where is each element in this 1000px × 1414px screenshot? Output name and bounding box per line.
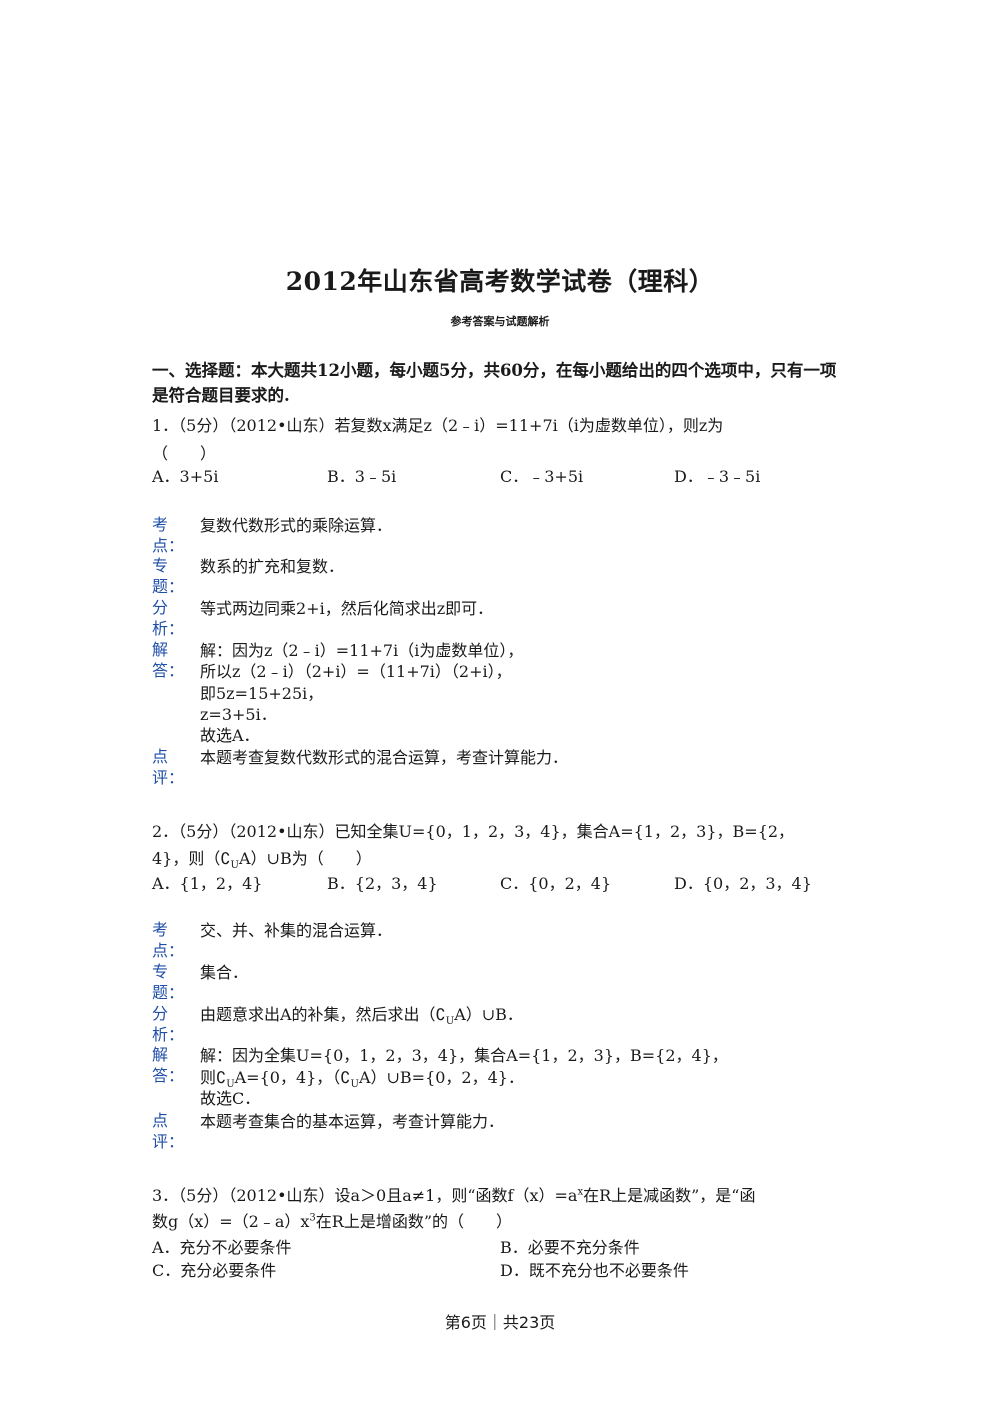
q1-zhuanti-label: 专 题： [152,556,185,596]
q2-jieda-line1: 解：因为全集U={0，1，2，3，4}，集合A={1，2，3}，B={2，4}， [200,1046,728,1065]
q2-fenxi-label: 分 析： [152,1004,185,1044]
q2-jieda-line2: 则∁UA={0，4}，（∁UA）∪B={0，2，4}． [200,1068,524,1091]
q1-jieda-line2: 所以z（2﹣i）（2+i）=（11+7i）（2+i）， [200,662,512,681]
q1-jieda-line3: 即5z=15+25i， [200,684,324,703]
q1-jieda-line5: 故选A． [200,726,260,745]
q1-option-a: A．3+5i [152,467,219,486]
page-subtitle: 参考答案与试题解析 [450,315,550,328]
q2-zhuanti-label: 专 题： [152,962,185,1002]
q1-fenxi: 等式两边同乘2+i，然后化简求出z即可． [200,599,494,618]
q2-jieda-line3: 故选C． [200,1089,261,1108]
q2-fenxi: 由题意求出A的补集，然后求出（∁UA）∪B． [200,1005,523,1028]
q3-option-c: C．充分必要条件 [152,1261,277,1280]
q1-jieda-label: 解 答： [152,640,185,680]
q2-kaodian: 交、并、补集的混合运算． [200,921,393,940]
page-title: 2012年山东省高考数学试卷（理科） [285,267,715,296]
q2-kaodian-label: 考 点： [152,920,185,960]
q1-kaodian-label: 考 点： [152,515,185,555]
q1-fenxi-label: 分 析： [152,598,185,638]
q2-option-d: D．{0，2，3，4} [674,874,812,893]
q3-option-a: A．充分不必要条件 [152,1238,292,1257]
q2-option-c: C．{0，2，4} [500,874,612,893]
q2-zhuanti: 集合． [200,963,249,982]
q1-zhuanti: 数系的扩充和复数． [200,557,345,576]
q2-dianping-label: 点 评： [152,1111,185,1151]
q1-dianping-label: 点 评： [152,747,185,787]
q3-option-b: B．必要不充分条件 [500,1238,640,1257]
q3-options-row2: C．充分必要条件 D．既不充分也不必要条件 [152,1257,842,1281]
q1-option-c: C．﹣3+5i [500,467,584,486]
q1-options: A．3+5i B．3﹣5i C．﹣3+5i D．﹣3﹣5i [152,463,842,487]
q2-options: A．{1，2，4} B．{2，3，4} C．{0，2，4} D．{0，2，3，4… [152,870,842,894]
q2-stem-line1: 2．（5分）（2012•山东）已知全集U={0，1，2，3，4}，集合A={1，… [152,822,795,841]
section-heading: 一、选择题：本大题共12小题，每小题5分，共60分，在每小题给出的四个选项中，只… [152,361,837,405]
q3-options-row1: A．充分不必要条件 B．必要不充分条件 [152,1234,842,1258]
q3-stem-line2: 数g（x）=（2﹣a）x3在R上是增函数”的（ ） [152,1212,513,1231]
q2-option-b: B．{2，3，4} [327,874,438,893]
q2-option-a: A．{1，2，4} [152,874,263,893]
q2-jieda-label: 解 答： [152,1045,185,1085]
page-footer: 第6页｜共23页 [444,1313,556,1332]
q1-jieda-line1: 解：因为z（2﹣i）=11+7i（i为虚数单位）， [200,641,524,660]
q1-kaodian: 复数代数形式的乘除运算． [200,516,393,535]
q3-stem-line1: 3．（5分）（2012•山东）设a＞0且a≠1，则“函数f（x）=ax在R上是减… [152,1186,756,1205]
q3-option-d: D．既不充分也不必要条件 [500,1261,689,1280]
q1-option-d: D．﹣3﹣5i [674,467,761,486]
q2-stem-line2: 4}，则（∁UA）∪B为（ ） [152,849,372,872]
q1-dianping: 本题考查复数代数形式的混合运算，考查计算能力． [200,748,569,767]
q1-stem-line1: 1．（5分）（2012•山东）若复数x满足z（2﹣i）=11+7i（i为虚数单位… [152,416,724,435]
q1-stem-line2: （ ） [152,444,217,463]
q1-jieda-line4: z=3+5i． [200,705,277,724]
q2-dianping: 本题考查集合的基本运算，考查计算能力． [200,1112,505,1131]
q1-option-b: B．3﹣5i [327,467,397,486]
